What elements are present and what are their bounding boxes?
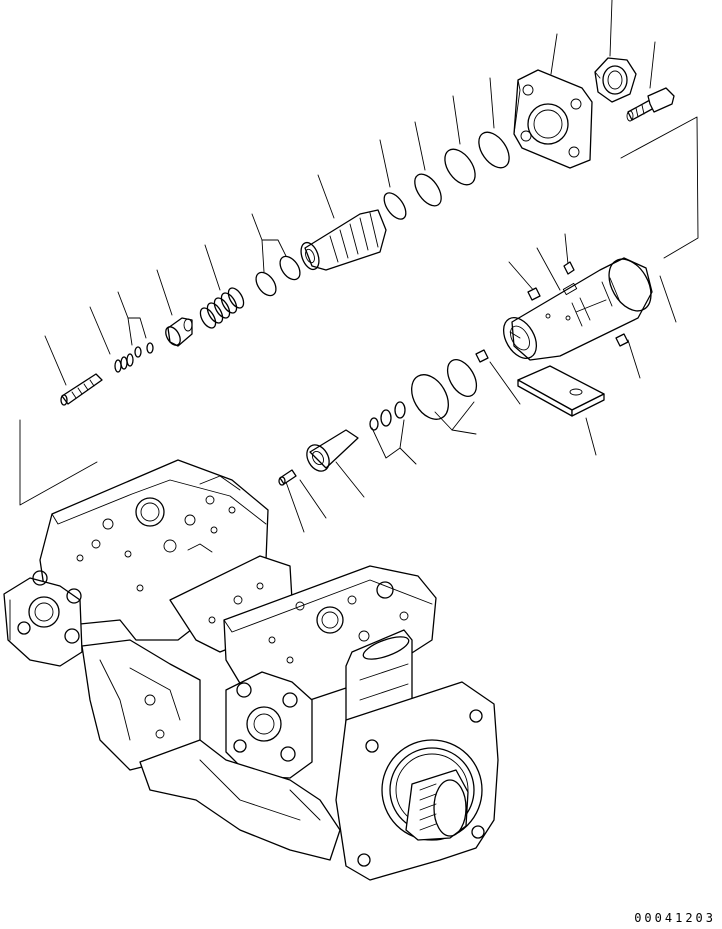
servo-sleeve bbox=[502, 257, 653, 361]
spring bbox=[199, 287, 245, 329]
spring-seat bbox=[165, 317, 193, 347]
control-spool bbox=[300, 209, 387, 271]
flange-cover bbox=[513, 69, 593, 169]
pump-assembly bbox=[3, 459, 499, 881]
small-screws bbox=[475, 261, 629, 363]
o-rings-upper bbox=[383, 131, 510, 220]
lock-plate bbox=[517, 365, 605, 417]
piston bbox=[306, 401, 406, 472]
drawing-code: 00041203 bbox=[634, 911, 716, 925]
leader-lines bbox=[19, 0, 699, 533]
adjuster-screw bbox=[60, 373, 103, 406]
o-rings-lower bbox=[411, 359, 478, 420]
lock-nut bbox=[594, 57, 637, 103]
o-ring-pair bbox=[255, 255, 301, 297]
cap-screw bbox=[626, 87, 675, 122]
small-plug bbox=[278, 469, 297, 486]
small-rings bbox=[114, 342, 154, 373]
